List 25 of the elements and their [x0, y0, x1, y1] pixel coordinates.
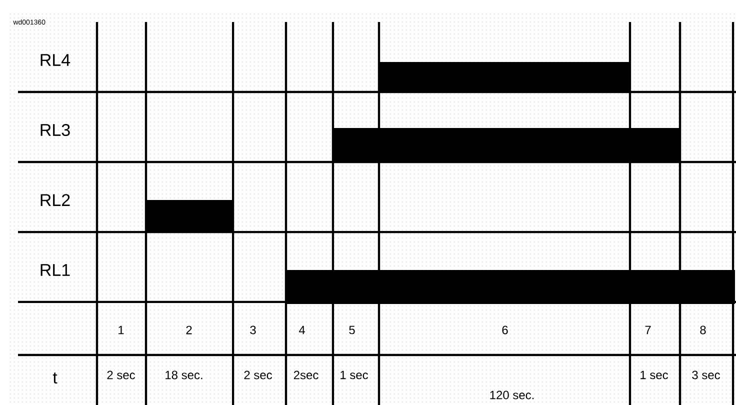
- axis-label: 8: [700, 326, 706, 334]
- timing-bar: [333, 128, 680, 162]
- axis-label: 1 sec: [640, 370, 668, 380]
- axis-label: 1 sec: [340, 370, 368, 380]
- timing-bar: [146, 200, 233, 232]
- axis-label: RL2: [40, 194, 70, 206]
- axis-label: 2sec: [294, 370, 318, 380]
- axis-label: 2 sec: [107, 370, 135, 380]
- axis-label: 3: [250, 326, 256, 334]
- timing-bar: [379, 62, 630, 92]
- axis-label: 5: [349, 326, 355, 334]
- axis-label: RL4: [40, 54, 70, 66]
- axis-label: 4: [298, 326, 305, 334]
- axis-label: 2 sec: [244, 370, 272, 380]
- axis-label: 18 sec.: [166, 370, 202, 380]
- axis-label: 3 sec: [692, 370, 720, 380]
- axis-label: t: [52, 372, 58, 384]
- axis-label: 2: [186, 326, 192, 334]
- axis-label: 1: [118, 326, 124, 334]
- axis-label: 7: [645, 326, 651, 334]
- timing-bar: [286, 270, 735, 304]
- axis-label: 120 sec.: [490, 390, 534, 400]
- axis-label: RL1: [40, 264, 70, 276]
- axis-label: 6: [502, 326, 508, 334]
- axis-label: RL3: [40, 124, 70, 136]
